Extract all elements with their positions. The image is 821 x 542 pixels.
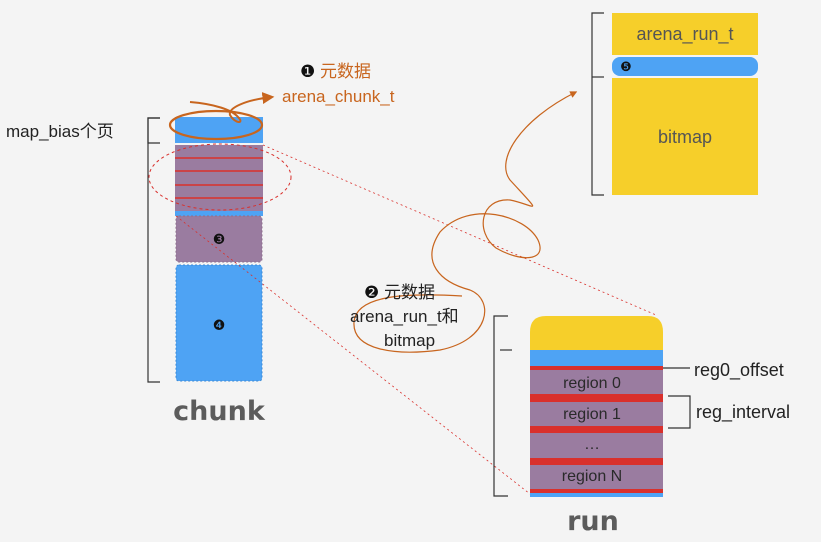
run-meta-arrow <box>353 91 578 353</box>
region-0-label: region 0 <box>563 375 621 392</box>
region-1-label: region 1 <box>563 406 621 423</box>
zoom-lines <box>175 144 657 495</box>
meta2-title: 元数据 <box>384 283 435 302</box>
chunk-column: map_bias个页 ❸ ❹ chunk <box>6 117 292 427</box>
bitmap-label: bitmap <box>658 127 712 147</box>
run-title: run <box>567 506 619 537</box>
meta2-bitmap: bitmap <box>384 331 435 350</box>
meta2-number: ❷ <box>364 283 379 302</box>
chunk-meta-arrow <box>189 92 275 123</box>
map-bias-label: map_bias个页 <box>6 122 114 141</box>
bitmap-info-block <box>612 57 758 76</box>
reg-interval-label: reg_interval <box>696 402 790 423</box>
chunk-header-circle <box>168 109 264 141</box>
run-meta-annotation: ❷ 元数据 arena_run_t和 bitmap <box>350 91 578 353</box>
reg0-offset-label: reg0_offset <box>694 360 784 381</box>
meta1-title: 元数据 <box>320 62 371 81</box>
marker-5: ❺ <box>620 59 632 74</box>
run-header-yellow <box>530 316 663 350</box>
arena-run-t-block <box>612 13 758 55</box>
bitmap-block <box>612 78 758 195</box>
chunk-meta-highlight <box>148 143 292 211</box>
run-region-n <box>530 465 663 489</box>
chunk-map-rows <box>175 145 263 211</box>
region-ellipsis-label: … <box>584 436 600 453</box>
run-region-1 <box>530 402 663 426</box>
meta1-type: arena_chunk_t <box>282 87 395 106</box>
map-bias-bracket <box>147 117 160 144</box>
run-header-blue <box>530 350 663 367</box>
detail-bracket <box>591 12 604 196</box>
run-region-ellipsis <box>530 433 663 458</box>
chunk-meta-annotation: ❶ 元数据 arena_chunk_t <box>168 62 395 141</box>
run-bracket <box>493 315 508 497</box>
marker-4: ❹ <box>213 317 226 333</box>
marker-3: ❸ <box>213 231 226 247</box>
chunk-run-block-4 <box>175 264 263 382</box>
arena-run-t-label: arena_run_t <box>636 24 733 45</box>
region-n-label: region N <box>562 468 622 485</box>
run-region-0 <box>530 370 663 394</box>
chunk-run-block-3 <box>175 215 263 263</box>
run-header-detail: arena_run_t ❺ bitmap <box>591 12 758 196</box>
meta1-number: ❶ <box>300 62 315 81</box>
run-column: region 0 region 1 … region N reg0_offset… <box>493 315 790 537</box>
chunk-title: chunk <box>173 396 266 427</box>
chunk-bracket <box>147 117 160 383</box>
meta2-type: arena_run_t和 <box>350 307 459 326</box>
reg-interval-bracket <box>668 395 691 429</box>
